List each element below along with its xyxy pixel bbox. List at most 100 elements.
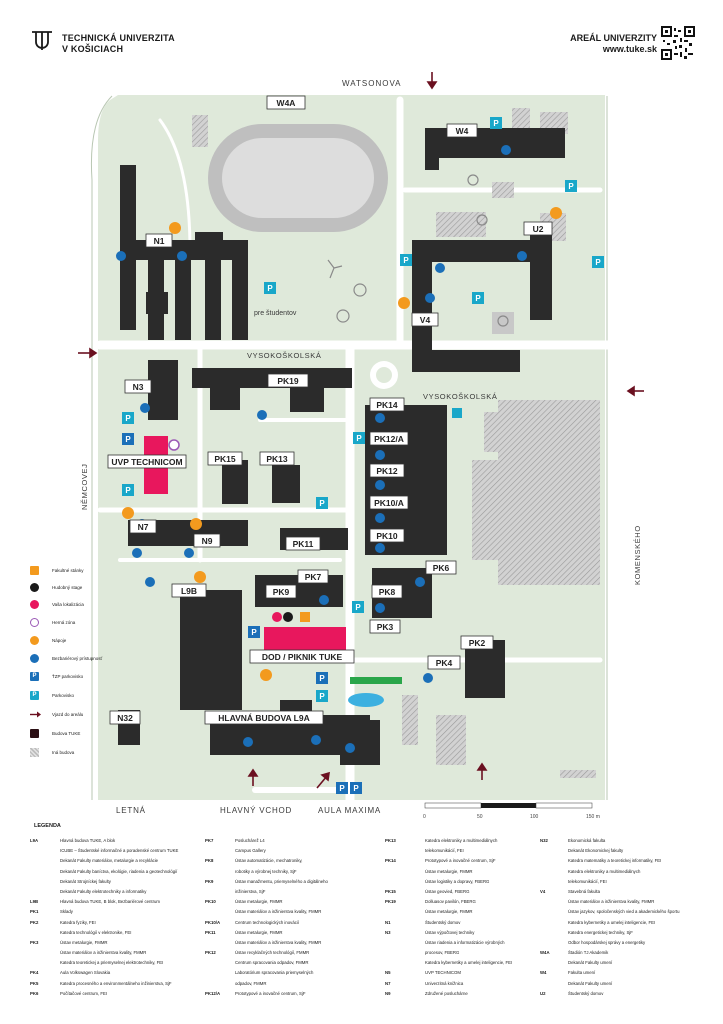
parking-signs: P P P P P P P P P P P P P P P P P [122,117,604,794]
building-label-box [446,123,478,138]
building-label-uvp[interactable]: UVP TECHNICOM [107,454,187,469]
legend-row-code: N5 [385,970,391,976]
building-label-pk3[interactable]: PK3 [369,619,401,634]
svg-text:P: P [125,435,131,444]
svg-text:P: P [353,784,359,793]
building-label-pk11[interactable]: PK11 [285,536,321,551]
wheelchair-markers [116,145,527,753]
legend-row-description: UVP TECHNICOM [425,970,461,976]
legend-row: inžinierstva, SjF [205,889,328,899]
legend-item-label: Vjazd do areálu [52,712,84,717]
parking-ztp-icon: P [30,672,39,681]
university-name: TECHNICKÁ UNIVERZITA V KOŠICIACH [62,33,175,55]
building-label-u2[interactable]: U2 [523,221,553,236]
legend-row-description: Dekanát Fakulty materiálov, metalurgie a… [60,858,159,864]
legend-item-label: ŤZP parkovisko [52,674,84,679]
building-label-pk15[interactable]: PK15 [207,451,243,466]
building-label-pk10a[interactable]: PK10/A [369,495,409,510]
building-label-n32[interactable]: N32 [109,710,141,725]
legend-row: odpadov, FMMR [205,981,328,991]
building-label-pk2[interactable]: PK2 [460,635,494,650]
legend-row: Katedra kybernetiky a umelej inteligenci… [385,960,512,970]
building-label-text: N7 [138,522,149,532]
legend-row-description: Ústav geovied, FBERG [425,888,470,894]
legend-row-code: PK8 [205,858,214,864]
scale-tick-150: 150 m [586,814,600,820]
building-label-pk13[interactable]: PK13 [259,451,295,466]
building-label-box [411,312,439,327]
building-label-box [425,560,457,575]
building-label-l9b[interactable]: L9B [171,583,207,598]
legend-row-description: Dekanát Fakulty elektrotechniky a inform… [60,888,147,894]
legend-row-description: Katedra kybernetiky a umelej inteligenci… [425,960,513,966]
legend-row-code: PK2 [30,919,39,925]
legend-row: ICUBE – Študentské informačné a poradens… [30,848,178,858]
legend-row: Ústav materiálov a inžinierstva kvality,… [205,909,328,919]
legend-row-description: Ústav metalurgie, FMMR [425,909,473,915]
building-label-v4[interactable]: V4 [411,312,439,327]
legend-row-code: PK15 [385,888,396,894]
building-label-pk9[interactable]: PK9 [265,584,297,599]
legend-row: Dekanát Fakulty materiálov, metalurgie a… [30,858,178,868]
building-label-pk19[interactable]: PK19 [267,373,309,388]
building-label-box [369,397,405,412]
green-strip [350,677,402,684]
other-buildings [192,108,600,778]
street-vysokoskolska-2: VYSOKOŠKOLSKÁ [423,392,498,401]
legend-row-description: Ústav automatizácie, mechatroniky, [235,858,303,864]
building-label-box [171,583,207,598]
qr-code-icon[interactable] [661,26,695,60]
building-label-pk10[interactable]: PK10 [369,528,405,543]
building-label-text: PK7 [305,572,322,582]
campus-map[interactable]: P P P P P P P P P P P P P P P P P [0,0,723,830]
building-label-pk12[interactable]: PK12 [369,463,405,478]
building-label-pk14[interactable]: PK14 [369,397,405,412]
legend-item-label: Budova TUKE [52,731,81,736]
areal-website-link[interactable]: www.tuke.sk [602,44,657,54]
legend-row: Campus Gallery [205,848,328,858]
legend-row-description: telekomunikácií, FEI [425,848,464,854]
building-label-pk8[interactable]: PK8 [371,584,403,599]
legend-row: Dekanát Ekonomickej fakulty [540,848,679,858]
svg-text:P: P [339,784,345,793]
legend-row-description: Dekanát Ekonomickej fakulty [568,848,624,854]
building-label-n3[interactable]: N3 [124,379,152,394]
legend-row: Katedra technológií v elektronike, FEI [30,930,178,940]
street-letna: LETNÁ [116,806,146,815]
legend-row-description: Odbor hospodárskej správy a energetiky [568,939,646,945]
building-label-w4a[interactable]: W4A [266,95,306,110]
building-label-n1[interactable]: N1 [145,233,173,248]
legend-row: Ústav materiálov a inžinierstva kvality,… [205,940,328,950]
building-label-text: PK13 [266,454,288,464]
building-label-box [427,655,461,670]
building-label-box [297,569,329,584]
legend-row: Katedra energetickej techniky, SjF [540,930,679,940]
scale-tick-100: 100 [530,814,539,820]
legend-row-code: PK13 [385,838,396,843]
building-label-w4[interactable]: W4 [446,123,478,138]
legend-row-description: Katedra teoretickej a priemyselnej elekt… [60,960,164,966]
building-label-pk4[interactable]: PK4 [427,655,461,670]
building-label-pk6[interactable]: PK6 [425,560,457,575]
building-label-n7[interactable]: N7 [129,519,157,534]
legend-row: telekomunikácií, FEI [385,848,512,858]
legend-item-label: Herná zóna [52,620,76,625]
street-hlavny-vchod: HLAVNÝ VCHOD [220,806,292,815]
legend-row-description: Stavebná fakulta [568,888,601,894]
building-label-n9[interactable]: N9 [193,533,221,548]
legend-item-label: Parkovisko [52,693,75,698]
legend-row-code: U2 [540,990,546,996]
building-label-hlavna[interactable]: HLAVNÁ BUDOVA L9A [204,710,324,725]
legend-row-description: Ústav logistiky a dopravy, FBERG [425,878,490,884]
building-label-pk7[interactable]: PK7 [297,569,329,584]
building-label-text: L9B [181,586,197,596]
street-aula-maxima: AULA MAXIMA [318,806,381,815]
legend-row: PK8 Ústav automatizácie, mechatroniky, [205,858,328,868]
building-label-pk12a[interactable]: PK12/A [369,431,409,446]
building-label-dod[interactable]: DOD / PIKNIK TUKE [249,649,355,664]
